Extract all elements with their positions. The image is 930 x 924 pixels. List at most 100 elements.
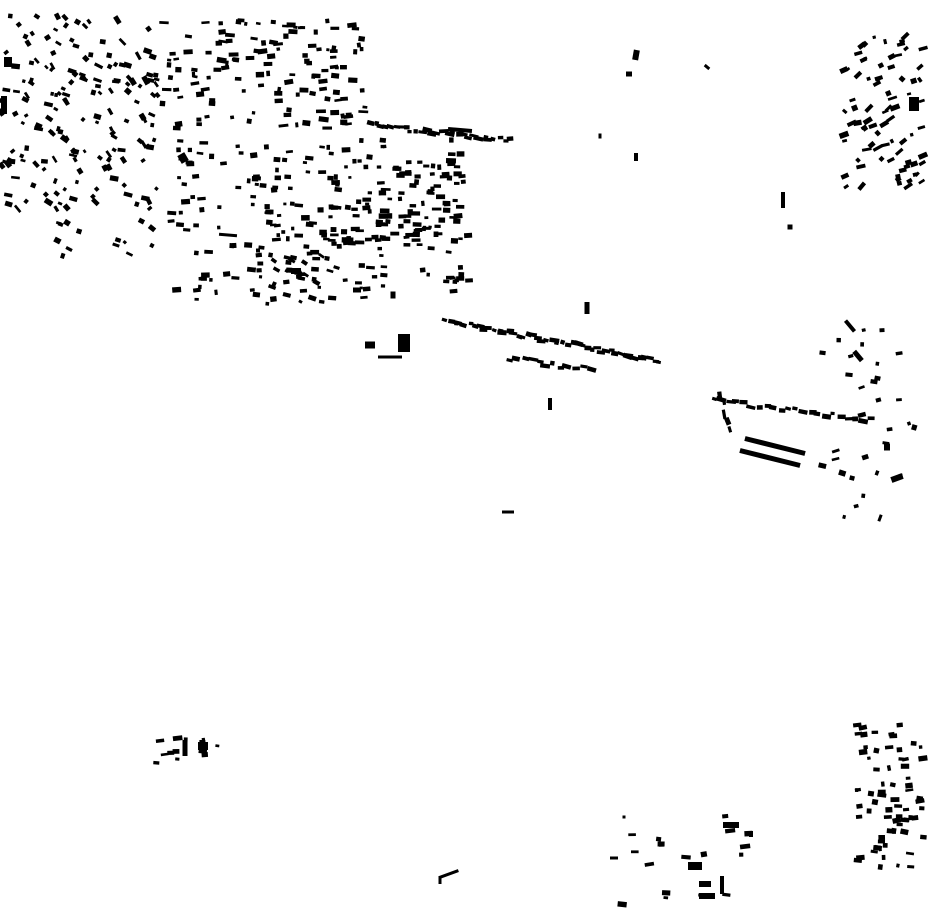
building [172,125,181,131]
building [177,139,184,143]
building [324,96,331,102]
building [62,186,68,192]
building [866,808,872,814]
building [209,278,213,282]
building [331,45,337,51]
building [152,72,159,78]
building [325,18,330,24]
building [286,22,296,28]
building [246,118,252,124]
building [113,15,122,25]
building [72,156,78,163]
building [318,116,329,123]
building [857,417,869,425]
building [125,251,134,257]
building [861,493,866,499]
building [744,436,806,456]
building [183,49,193,55]
building [842,514,847,520]
building [154,186,159,192]
building [378,355,402,359]
building [896,398,902,402]
building [105,150,113,159]
building [249,288,255,292]
building [885,806,893,813]
building [12,89,21,94]
building [19,153,25,159]
building [843,319,857,333]
building [867,140,876,149]
building [857,411,867,418]
building [330,26,340,30]
building [622,815,626,819]
building [321,68,329,73]
building [353,49,358,55]
building [229,242,235,249]
building [15,21,22,28]
building [537,359,544,364]
building [855,157,861,164]
building [258,245,265,250]
building [184,34,193,39]
building [250,194,257,199]
building [895,863,900,868]
building [906,177,913,184]
building [917,151,929,160]
building [902,807,910,812]
building [847,353,854,359]
building [217,225,221,230]
building [855,163,866,170]
building [463,135,473,141]
building [255,71,265,78]
building [106,52,113,59]
building [273,156,281,163]
building [267,284,277,291]
building [268,252,274,258]
building [877,789,886,795]
building [295,92,300,97]
building [911,815,919,821]
building [62,97,70,106]
building [497,329,507,336]
building [483,137,492,142]
building [610,350,619,357]
building [387,213,393,219]
building [446,175,453,181]
building [856,803,863,809]
building [41,166,47,172]
building [2,87,11,93]
building [458,272,465,278]
building [442,207,451,213]
building [502,510,514,514]
building [898,75,906,83]
building [873,747,880,754]
building [24,145,30,152]
building [291,268,301,274]
building [315,109,326,114]
building [378,213,388,219]
building [433,231,439,237]
building [443,279,450,284]
building [272,266,281,273]
building [379,137,387,143]
building [890,473,904,483]
building [491,327,497,333]
building [610,856,618,860]
building [414,174,421,179]
building [301,215,310,221]
building [896,180,903,186]
building [867,790,875,797]
building [915,798,925,804]
building [298,299,303,304]
building [447,126,473,134]
building [318,252,325,259]
building [94,83,102,89]
building [257,48,268,55]
building [886,114,896,123]
building [30,182,37,189]
building [322,126,332,130]
building [283,202,287,206]
building [867,416,875,421]
building [398,223,404,229]
building [191,67,198,73]
